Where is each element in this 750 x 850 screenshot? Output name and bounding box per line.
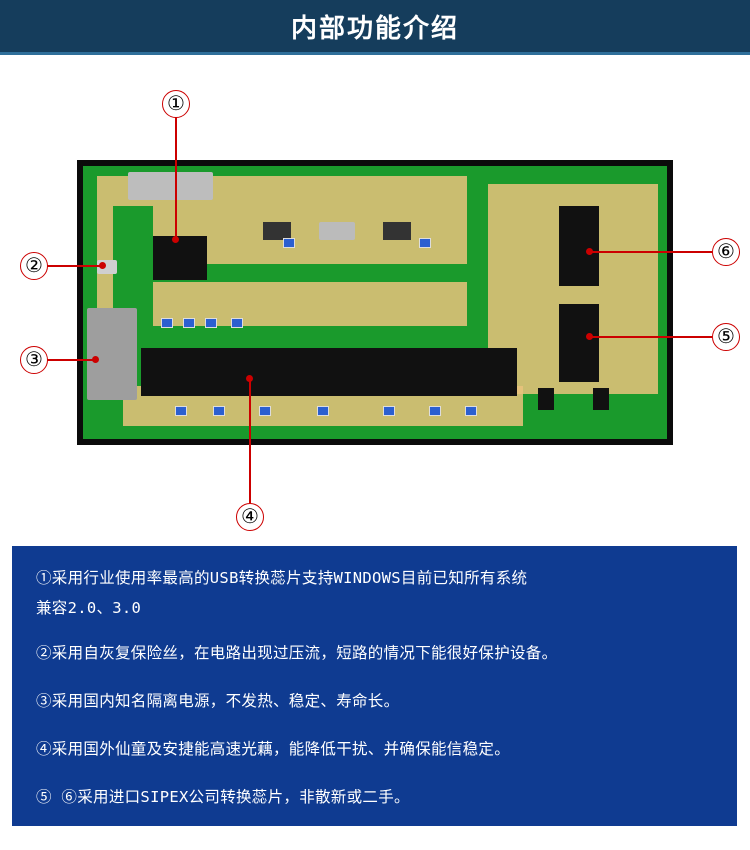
connector xyxy=(128,172,213,200)
feature-1-line1: ①采用行业使用率最高的USB转换蕊片支持WINDOWS目前已知所有系统 xyxy=(36,569,528,587)
feature-4: ④采用国外仙童及安捷能高速光藕，能降低干扰、并确保能信稳定。 xyxy=(36,740,511,758)
optocoupler-row xyxy=(141,348,517,396)
transceiver-chip-6 xyxy=(559,206,599,286)
callout-4: ④ xyxy=(236,503,264,531)
power-module xyxy=(87,308,137,400)
page-title: 内部功能介绍 xyxy=(290,14,459,44)
feature-3: ③采用国内知名隔离电源，不发热、稳定、寿命长。 xyxy=(36,692,400,710)
transceiver-chip-5 xyxy=(559,304,599,382)
feature-1-line2: 兼容2.0、3.0 xyxy=(36,599,142,617)
callout-3: ③ xyxy=(20,346,48,374)
pcb-board-image xyxy=(83,166,667,439)
feature-panel: ①采用行业使用率最高的USB转换蕊片支持WINDOWS目前已知所有系统 兼容2.… xyxy=(12,546,737,826)
feature-5: ⑤ ⑥采用进口SIPEX公司转换蕊片，非散新或二手。 xyxy=(36,788,410,806)
page-header: 内部功能介绍 xyxy=(0,0,750,55)
usb-chip xyxy=(153,236,207,280)
callout-6: ⑥ xyxy=(712,238,740,266)
feature-2: ②采用自灰复保险丝，在电路出现过压流，短路的情况下能很好保护设备。 xyxy=(36,644,558,662)
callout-1: ① xyxy=(162,90,190,118)
callout-5: ⑤ xyxy=(712,323,740,351)
callout-2: ② xyxy=(20,252,48,280)
